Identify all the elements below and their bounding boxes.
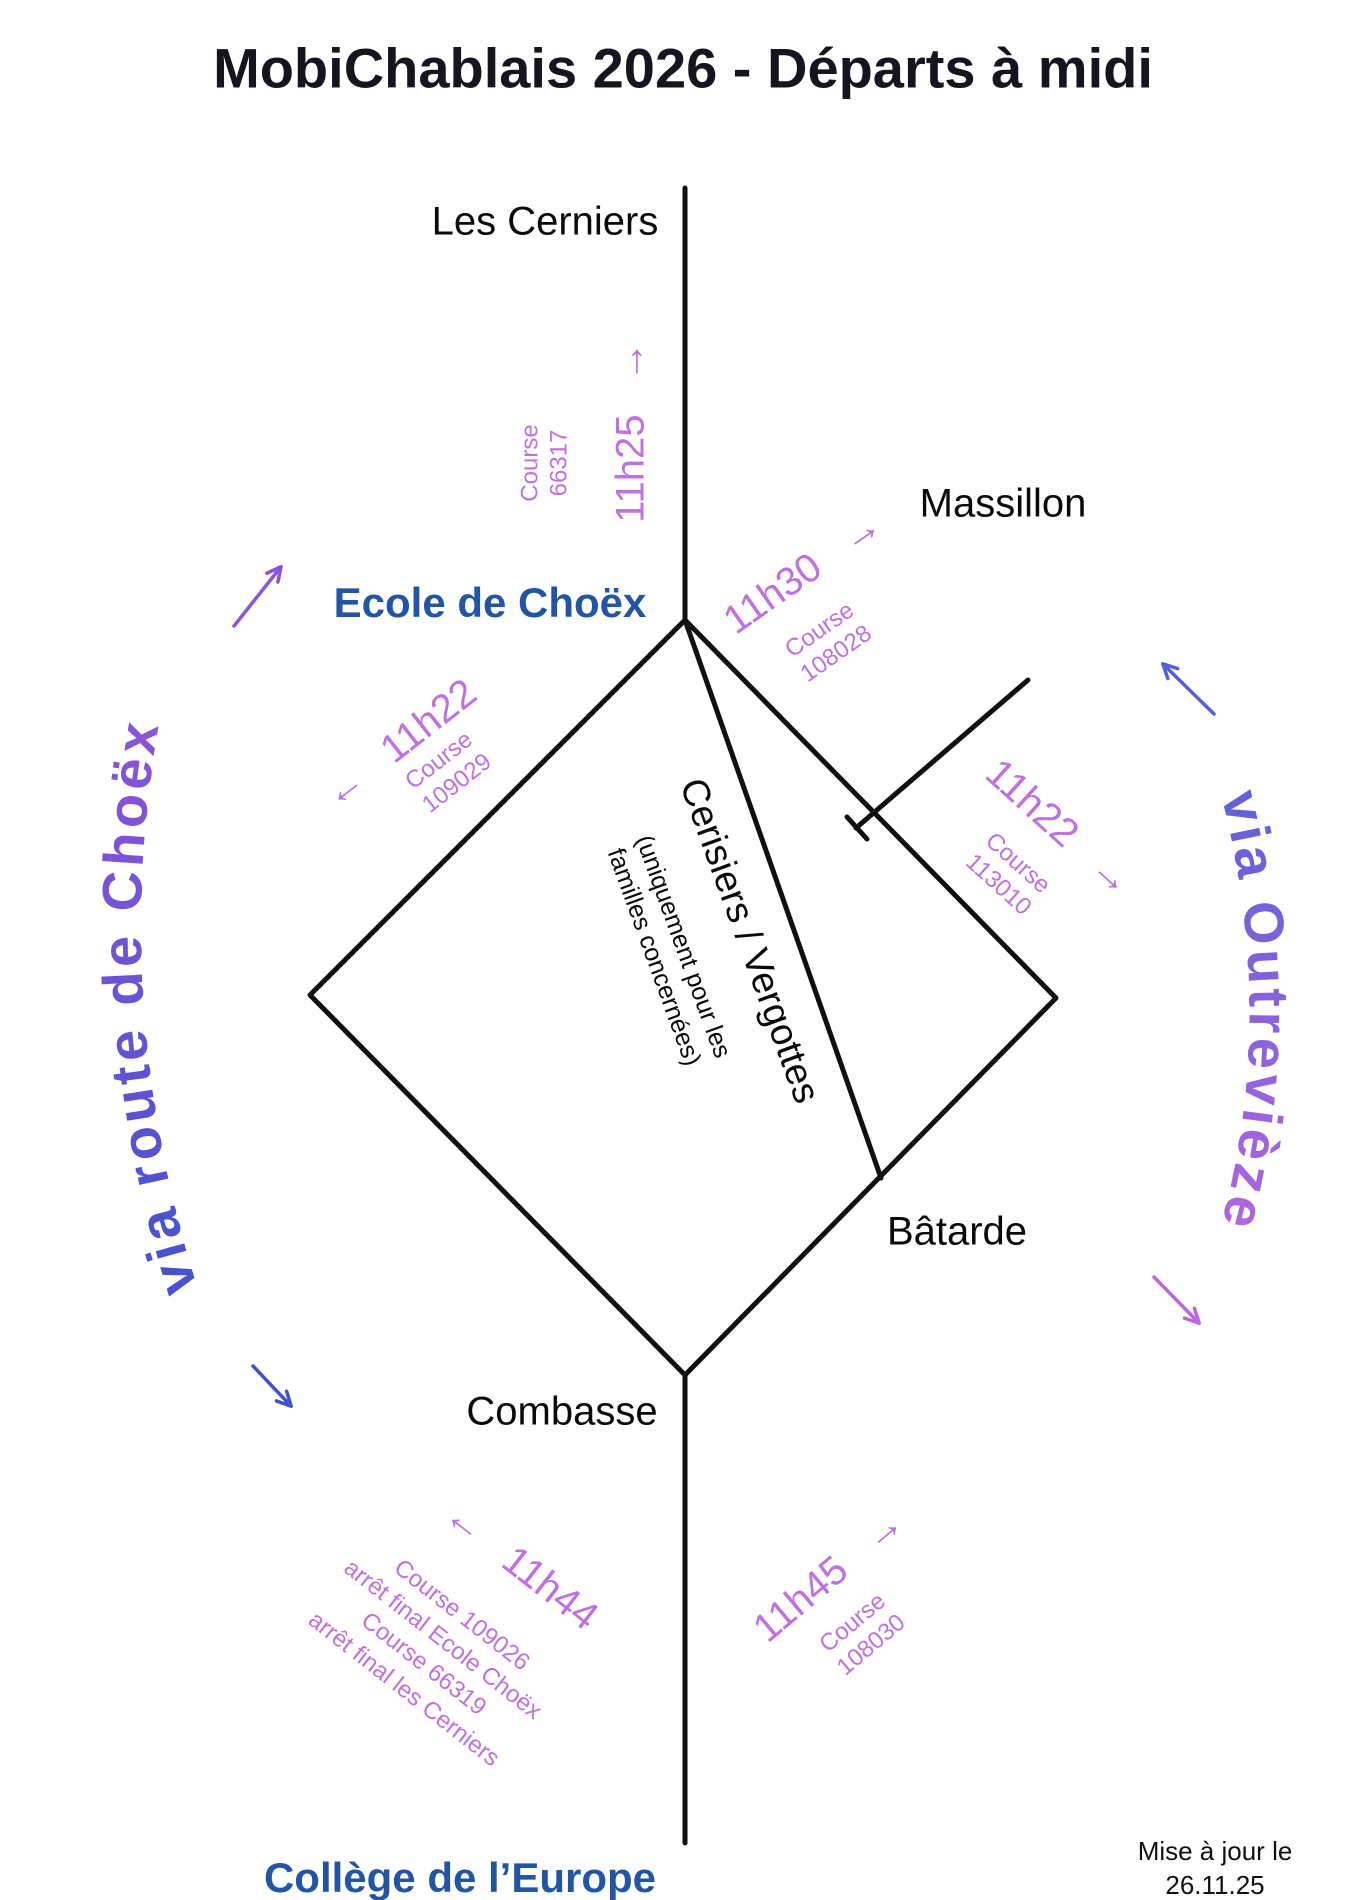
update-date: Mise à jour le 26.11.25 — [1138, 1835, 1293, 1900]
massillon-branch-track — [853, 677, 1031, 831]
course-66317: Course 66317 — [516, 424, 575, 501]
choex-route-up-arrow-icon — [232, 564, 283, 628]
page-title: MobiChablais 2026 - Départs à midi — [213, 36, 1153, 100]
via-outrevieze-text: via Outrevièze — [1209, 784, 1300, 1239]
station-combasse: Combasse — [466, 1389, 658, 1434]
cerisiers-vergottes-track — [682, 617, 884, 1181]
via-route-de-choex-text: via route de Choëx — [90, 714, 209, 1303]
station-batarde: Bâtarde — [886, 1209, 1028, 1254]
choex-route-down-arrow-icon — [251, 1364, 293, 1409]
station-ecole-de-choex: Ecole de Choëx — [333, 579, 647, 626]
update-date-line: Mise à jour le — [1137, 1836, 1293, 1867]
course-number: 66317 — [546, 429, 573, 497]
outrevieze-down-arrow-icon — [1152, 1275, 1201, 1326]
update-date-line: 26.11.25 — [1165, 1870, 1265, 1900]
station-les-cerniers: Les Cerniers — [431, 199, 659, 244]
outrevieze-up-arrow-icon — [1161, 662, 1216, 716]
course-label: Course — [516, 424, 544, 502]
massillon-branch-tick — [844, 814, 870, 842]
departure-time-11h25: 11h25 → — [608, 341, 653, 523]
station-massillon: Massillon — [919, 481, 1087, 526]
station-college-de-l-europe: Collège de l’Europe — [263, 1854, 657, 1900]
